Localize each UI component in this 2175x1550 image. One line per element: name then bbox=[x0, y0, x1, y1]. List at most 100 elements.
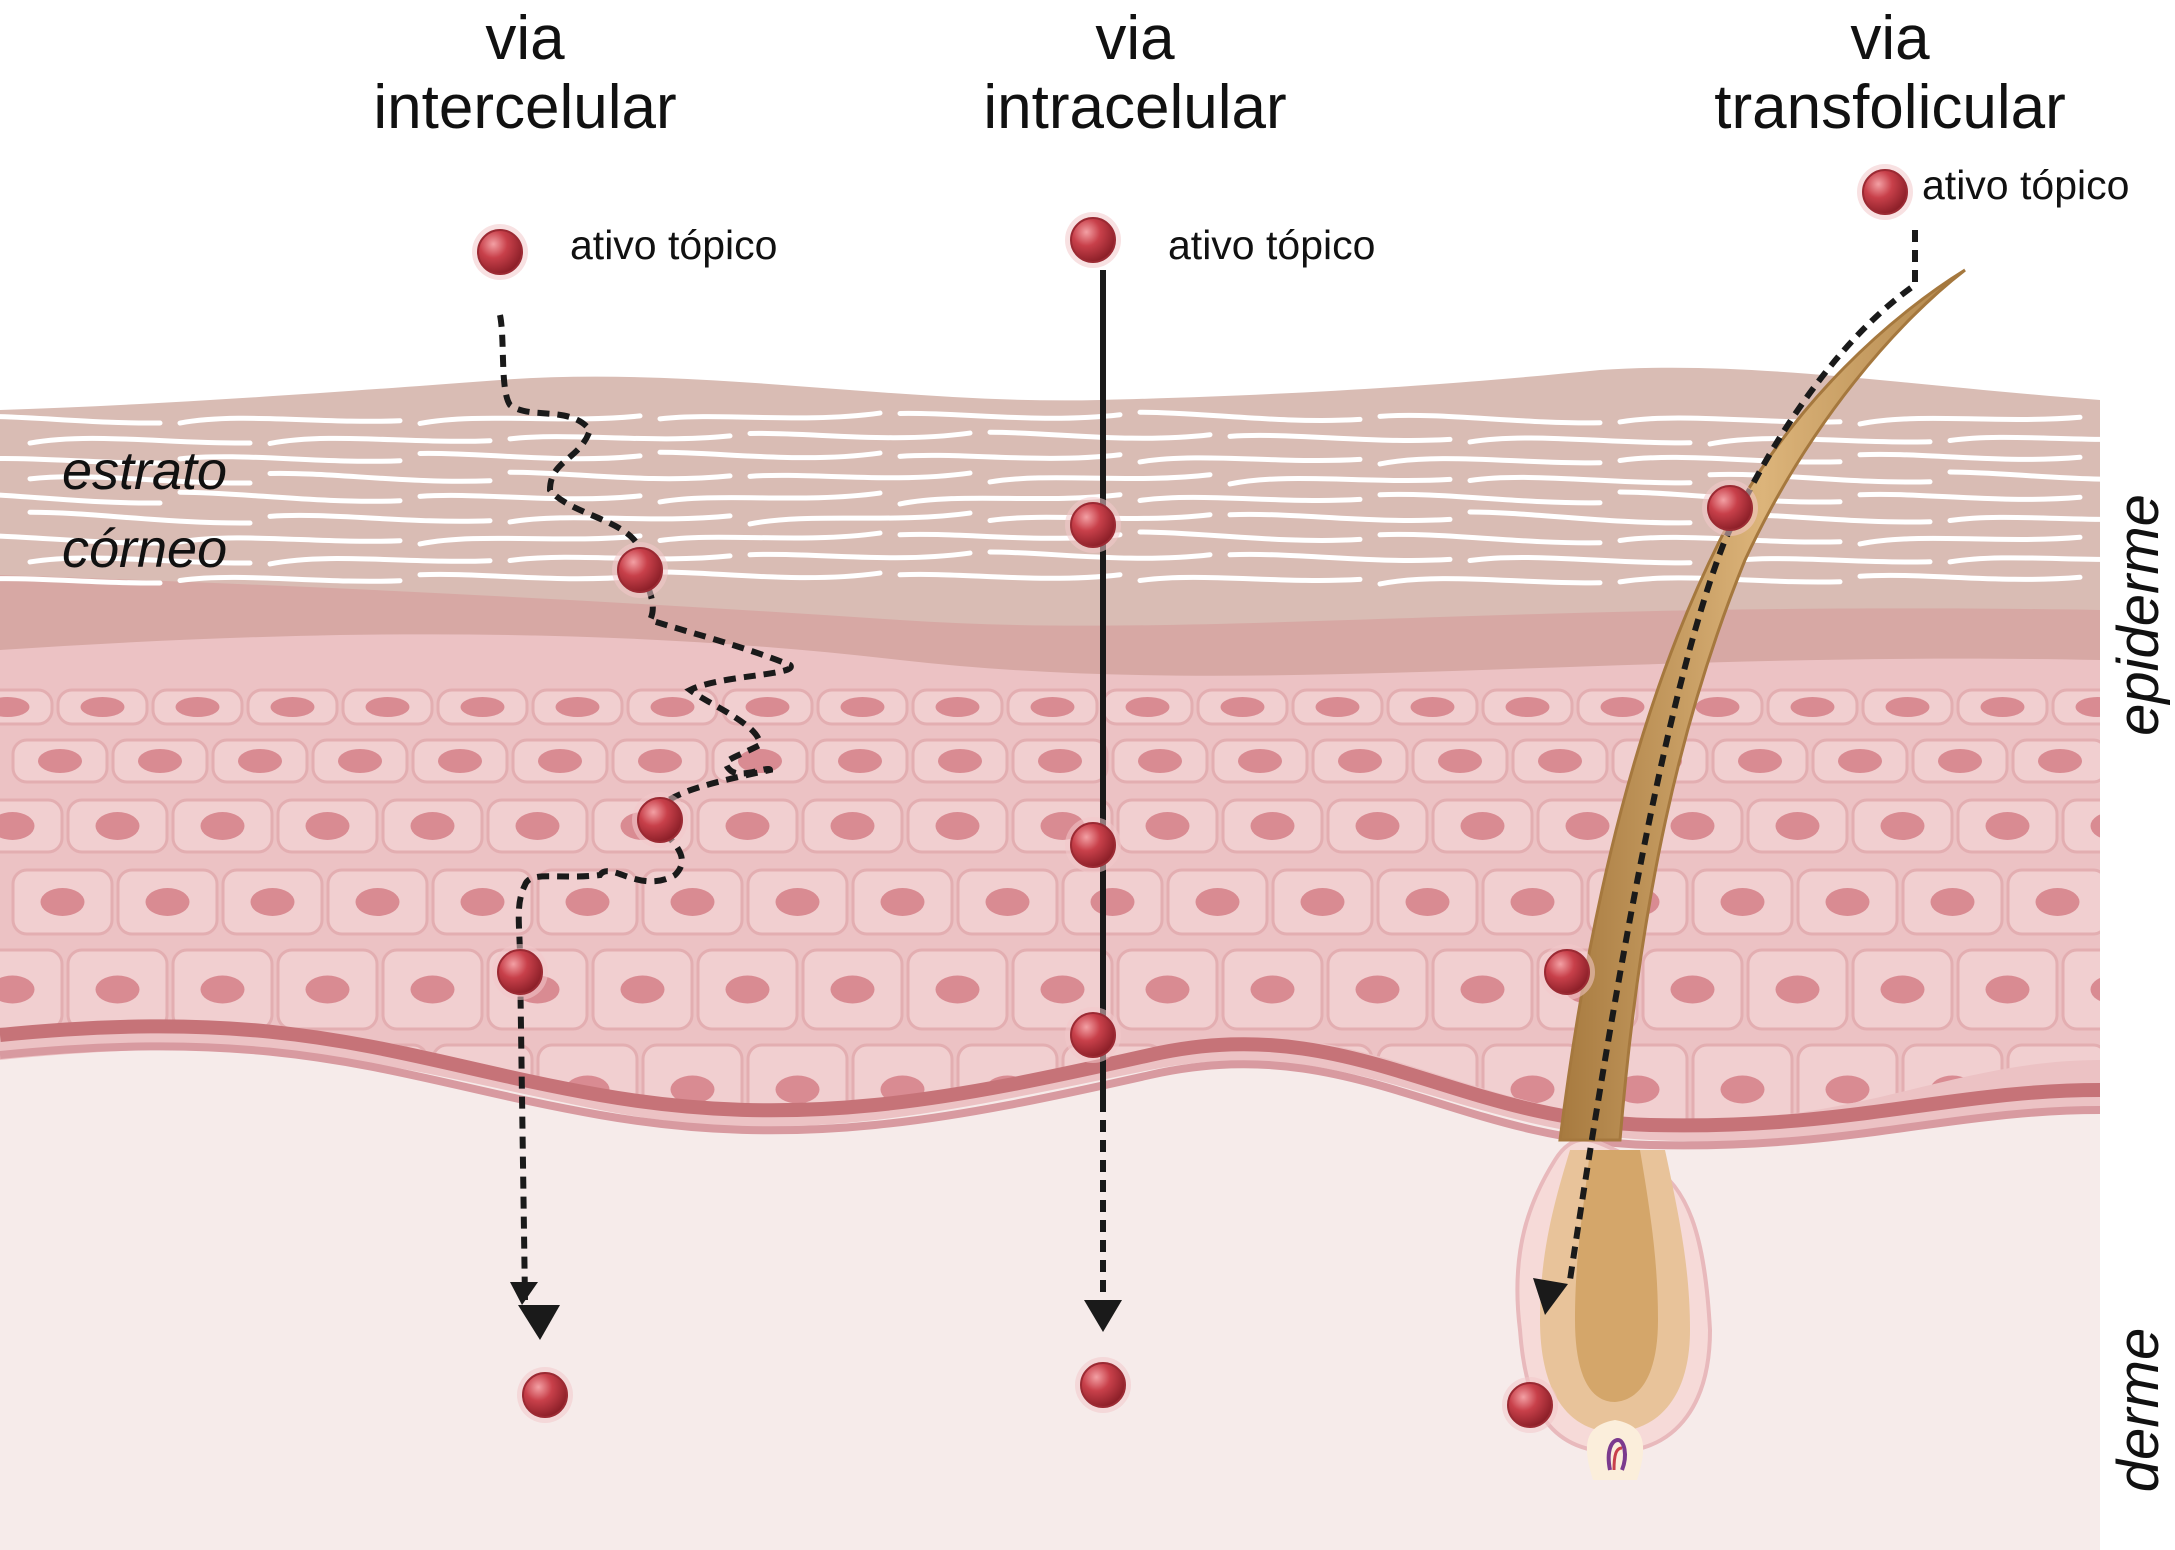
lamella-line bbox=[1137, 529, 1363, 543]
active-particle-dermis-intracellular bbox=[1080, 1362, 1126, 1408]
cell-nucleus bbox=[1790, 697, 1835, 717]
cell-nucleus bbox=[0, 812, 35, 840]
lamella-line bbox=[987, 472, 1213, 485]
cell-nucleus bbox=[1300, 888, 1345, 916]
lamella-line bbox=[1137, 574, 1363, 584]
active-label-intracellular: ativo tópico bbox=[1168, 222, 1376, 268]
lamella-line bbox=[177, 454, 403, 464]
cell-nucleus bbox=[725, 812, 770, 840]
lamella-line bbox=[1377, 456, 1603, 467]
lamella-line bbox=[1707, 471, 1933, 485]
lamella-line bbox=[657, 569, 883, 581]
cell-nucleus bbox=[1030, 697, 1075, 717]
cell bbox=[2061, 948, 2100, 1031]
cell-nucleus bbox=[1825, 1075, 1870, 1104]
lamella-line bbox=[1137, 494, 1363, 503]
cell-nucleus bbox=[1125, 697, 1170, 717]
cell-nucleus bbox=[355, 888, 400, 916]
cell-nucleus bbox=[1040, 975, 1085, 1004]
lamella-line bbox=[1227, 511, 1453, 523]
cell-nucleus bbox=[1985, 975, 2030, 1004]
cell-nucleus bbox=[1980, 697, 2025, 717]
cell-nucleus bbox=[2038, 749, 2082, 773]
cell-nucleus bbox=[1670, 975, 1715, 1004]
active-particle-top-transfollicular bbox=[1862, 169, 1908, 215]
intercellular-arrowhead-big bbox=[518, 1305, 560, 1340]
lamella-line bbox=[1377, 576, 1603, 587]
cell-nucleus bbox=[1250, 812, 1295, 840]
lamella-line bbox=[1947, 554, 2173, 565]
cell-nucleus bbox=[840, 697, 885, 717]
lamella-line bbox=[27, 435, 253, 446]
cell-nucleus bbox=[1938, 749, 1982, 773]
cell-nucleus bbox=[1355, 812, 1400, 840]
active-particle-corneum-intracellular bbox=[1070, 502, 1116, 548]
cell-nucleus bbox=[1538, 749, 1582, 773]
lamella-line bbox=[0, 414, 163, 426]
lamella-line bbox=[897, 452, 1123, 461]
cell-nucleus bbox=[725, 975, 770, 1004]
lamella-line bbox=[747, 430, 973, 441]
lamella-line bbox=[267, 556, 493, 567]
cell-nucleus bbox=[2090, 975, 2100, 1004]
cell-nucleus bbox=[1880, 975, 1925, 1004]
active-particle-spinous-intracellular bbox=[1070, 822, 1116, 868]
lamella-line bbox=[1947, 514, 2173, 524]
lamella-line bbox=[1467, 474, 1693, 486]
active-particle-basal-intracellular bbox=[1070, 1012, 1116, 1058]
cell-nucleus bbox=[460, 697, 505, 717]
active-particle-dermis-intercellular bbox=[522, 1372, 568, 1418]
cell-nucleus bbox=[460, 888, 505, 916]
cell-nucleus bbox=[838, 749, 882, 773]
transfollicular-path bbox=[1567, 230, 1918, 1281]
cell-nucleus bbox=[1090, 888, 1135, 916]
active-particle-top-intercellular bbox=[477, 229, 523, 275]
lamella-line bbox=[507, 433, 733, 442]
active-particle-basal-transfollicular bbox=[1544, 949, 1590, 995]
cell-nucleus bbox=[1145, 975, 1190, 1004]
cell-nucleus bbox=[95, 812, 140, 840]
cell-nucleus bbox=[365, 697, 410, 717]
lamella-line bbox=[1227, 475, 1453, 487]
lamella-line bbox=[0, 455, 163, 466]
cell-nucleus bbox=[738, 749, 782, 773]
cell-nucleus bbox=[935, 975, 980, 1004]
cell-nucleus bbox=[1720, 888, 1765, 916]
cell-nucleus bbox=[1460, 812, 1505, 840]
cell-nucleus bbox=[1885, 697, 1930, 717]
lamella-line bbox=[1947, 469, 2173, 482]
cell-nucleus bbox=[1670, 812, 1715, 840]
intracellular-arrowhead bbox=[1084, 1300, 1122, 1332]
cell-nucleus bbox=[1220, 697, 1265, 717]
cell-nucleus bbox=[95, 975, 140, 1004]
lamella-line bbox=[1377, 491, 1603, 506]
cell-nucleus bbox=[305, 812, 350, 840]
cell-nucleus bbox=[620, 975, 665, 1004]
cell-nucleus bbox=[1338, 749, 1382, 773]
cell-nucleus bbox=[1775, 975, 1820, 1004]
lamella-line bbox=[267, 435, 493, 446]
lamella-line bbox=[747, 470, 973, 481]
lamella-line bbox=[1857, 451, 2083, 462]
lamella-line bbox=[417, 413, 643, 426]
lamella-line bbox=[0, 533, 163, 546]
cell-nucleus bbox=[1438, 749, 1482, 773]
lamella-line bbox=[1947, 434, 2173, 443]
cell-nucleus bbox=[745, 697, 790, 717]
cell-nucleus bbox=[1250, 975, 1295, 1004]
cell-nucleus bbox=[175, 697, 220, 717]
cell-nucleus bbox=[880, 888, 925, 916]
cell-nucleus bbox=[938, 749, 982, 773]
cell-nucleus bbox=[1315, 697, 1360, 717]
cell-nucleus bbox=[250, 888, 295, 916]
cell-nucleus bbox=[1510, 888, 1555, 916]
lamella-line bbox=[747, 510, 973, 527]
title-intercellular: via intercelular bbox=[340, 4, 710, 143]
cell-nucleus bbox=[1460, 975, 1505, 1004]
lamella-line bbox=[417, 571, 643, 582]
cell-nucleus bbox=[935, 812, 980, 840]
cell-nucleus bbox=[40, 888, 85, 916]
cell-nucleus bbox=[1565, 812, 1610, 840]
cell-nucleus bbox=[1138, 749, 1182, 773]
